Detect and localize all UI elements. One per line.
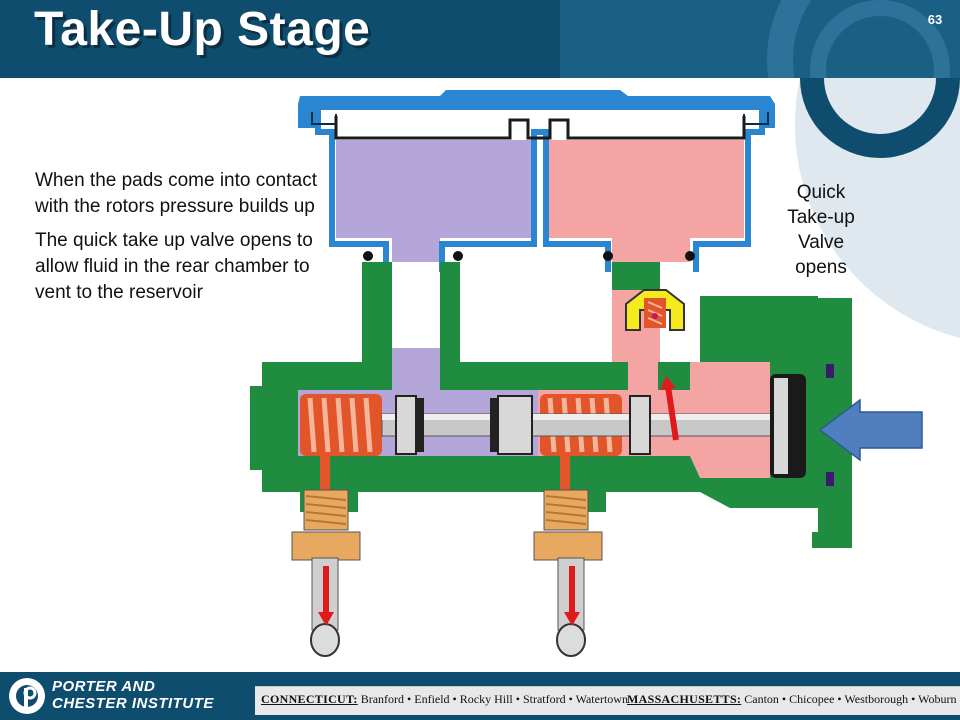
pushrod-force-arrow (818, 398, 923, 462)
body-paragraph-2: The quick take up valve opens to allow f… (35, 230, 313, 303)
institute-logo-icon (9, 678, 45, 714)
reservoir-cap (298, 90, 775, 128)
quick-take-up-valve (625, 289, 685, 331)
reservoir-shell (315, 110, 765, 272)
institute-name-line-1: PORTER AND (52, 678, 156, 695)
rear-reservoir-fluid (544, 140, 744, 262)
callout-line-1: Quick (796, 182, 846, 203)
rear-piston (629, 395, 651, 455)
connecticut-label: CONNECTICUT: (261, 692, 358, 706)
slide-header: Take-Up Stage 63 (0, 0, 960, 78)
callout-line-3: Valve (797, 232, 845, 253)
massachusetts-towns: Canton • Chicopee • Westborough • Woburn (744, 692, 957, 706)
massachusetts-label: MASSACHUSETTS: (627, 692, 742, 706)
institute-name: PORTER AND CHESTER INSTITUTE (52, 678, 214, 712)
front-piston (395, 395, 417, 455)
diaphragm (334, 116, 746, 140)
connecticut-towns: Branford • Enfield • Rocky Hill • Stratf… (360, 692, 628, 706)
front-reservoir-fluid (336, 140, 536, 262)
valve-callout: Quick Take-up Valve opens (778, 180, 864, 280)
massachusetts-locations: MASSACHUSETTS: Canton • Chicopee • Westb… (627, 692, 956, 707)
slide-number: 63 (927, 12, 943, 27)
slide-title: Take-Up Stage (34, 3, 371, 56)
header-decoration (560, 0, 960, 78)
connecticut-locations: CONNECTICUT: Branford • Enfield • Rocky … (261, 692, 628, 707)
front-spring (300, 394, 382, 456)
footer-bar: PORTER AND CHESTER INSTITUTE CONNECTICUT… (0, 672, 960, 720)
locations-bar: CONNECTICUT: Branford • Enfield • Rocky … (255, 686, 960, 715)
body-text: When the pads come into contact with the… (35, 168, 335, 314)
callout-line-4: opens (795, 257, 847, 278)
master-cylinder-diagram (250, 90, 923, 657)
body-paragraph-1: When the pads come into contact with the… (35, 170, 317, 217)
vent-flow-arrow (665, 385, 679, 441)
callout-line-2: Take-up (787, 207, 855, 228)
institute-name-line-2: CHESTER INSTITUTE (52, 695, 214, 712)
background-decoration (794, 78, 960, 338)
